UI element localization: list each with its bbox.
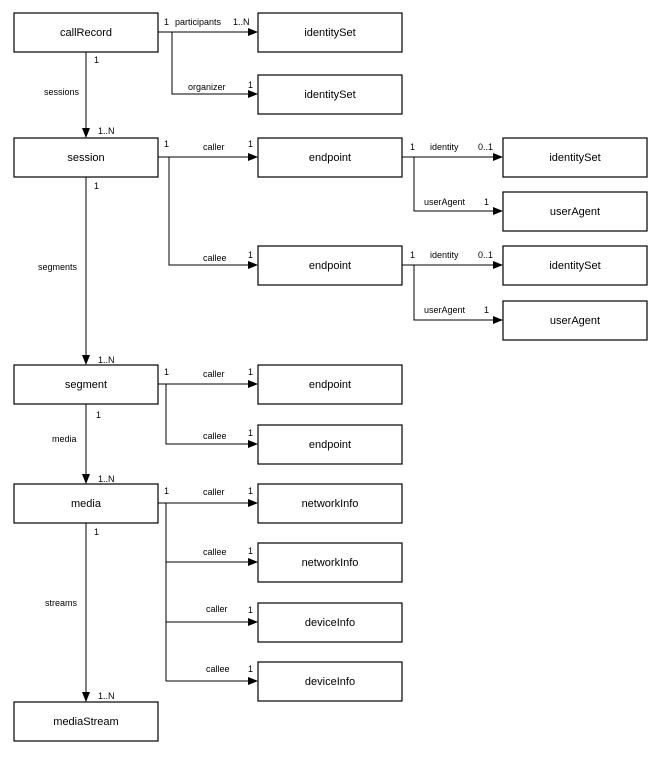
caller-useragent-connector — [413, 157, 503, 215]
mult-streams-source: 1 — [94, 527, 99, 537]
mult-caller-identity-target: 0..1 — [478, 142, 493, 152]
session-label: session — [67, 152, 104, 164]
caller-useragent-box: userAgent — [502, 191, 648, 232]
segment-caller-endpoint-box: endpoint — [257, 364, 403, 405]
mult-participants-target: 1..N — [233, 17, 250, 27]
mult-session-callee-target: 1 — [248, 250, 253, 260]
participants-label: participants — [175, 17, 222, 27]
callee-identity-label: identity — [430, 250, 459, 260]
media-relation-label: media — [52, 434, 77, 444]
callee-useragent-relation-label: userAgent — [424, 305, 466, 315]
caller-useragent-relation-label: userAgent — [424, 197, 466, 207]
mult-callee-useragent-target: 1 — [484, 305, 489, 315]
identityset-label: identitySet — [549, 260, 600, 272]
media-box: media — [13, 483, 159, 524]
segment-label: segment — [65, 379, 107, 391]
mult-segments-target: 1..N — [98, 355, 115, 365]
useragent-label: userAgent — [550, 206, 600, 218]
mult-caller-device-target: 1 — [248, 605, 253, 615]
identityset-label: identitySet — [304, 27, 355, 39]
caller-deviceinfo-box: deviceInfo — [257, 602, 403, 643]
mult-caller-useragent-target: 1 — [484, 197, 489, 207]
mult-sessions-target: 1..N — [98, 126, 115, 136]
session-caller-label: caller — [203, 142, 225, 152]
mult-segment-caller-source: 1 — [164, 367, 169, 377]
media-caller-device-label: caller — [206, 604, 228, 614]
mediastream-box: mediaStream — [13, 701, 159, 742]
sessions-label: sessions — [44, 87, 80, 97]
endpoint-label: endpoint — [309, 260, 351, 272]
callee-deviceinfo-box: deviceInfo — [257, 661, 403, 702]
session-callee-endpoint-box: endpoint — [257, 245, 403, 286]
networkinfo-label: networkInfo — [302, 557, 359, 569]
deviceinfo-label: deviceInfo — [305, 617, 355, 629]
caller-identityset-box: identitySet — [502, 137, 648, 178]
identityset-label: identitySet — [549, 152, 600, 164]
callee-identityset-box: identitySet — [502, 245, 648, 286]
mult-media-source: 1 — [96, 410, 101, 420]
networkinfo-label: networkInfo — [302, 498, 359, 510]
media-callee-device-connector — [165, 622, 258, 685]
identityset-label: identitySet — [304, 89, 355, 101]
mult-media-target: 1..N — [98, 474, 115, 484]
relation-labels: participants organizer sessions caller c… — [38, 17, 466, 674]
mult-caller-network-target: 1 — [248, 486, 253, 496]
organizer-connector — [171, 32, 258, 98]
mult-segment-callee-target: 1 — [248, 428, 253, 438]
mult-media-caller-source: 1 — [164, 486, 169, 496]
mult-segments-source: 1 — [94, 181, 99, 191]
segment-caller-label: caller — [203, 369, 225, 379]
media-caller-network-label: caller — [203, 487, 225, 497]
media-label: media — [71, 498, 102, 510]
mult-session-caller-source: 1 — [164, 139, 169, 149]
mult-sessions-source: 1 — [94, 55, 99, 65]
session-callee-connector — [168, 157, 258, 269]
mult-callee-device-target: 1 — [248, 664, 253, 674]
multiplicity-labels: 1 1..N 1 1 1..N 1 1 1 1 1..N 1 0..1 1 1 … — [94, 17, 493, 701]
callrecord-box: callRecord — [13, 12, 159, 53]
session-callee-label: callee — [203, 253, 227, 263]
segments-label: segments — [38, 262, 78, 272]
segment-callee-label: callee — [203, 431, 227, 441]
caller-networkinfo-box: networkInfo — [257, 483, 403, 524]
mult-callee-identity-target: 0..1 — [478, 250, 493, 260]
mult-organizer-target: 1 — [248, 80, 253, 90]
mult-caller-endpoint-source: 1 — [410, 142, 415, 152]
endpoint-label: endpoint — [309, 439, 351, 451]
caller-identity-label: identity — [430, 142, 459, 152]
deviceinfo-label: deviceInfo — [305, 676, 355, 688]
media-callee-device-label: callee — [206, 664, 230, 674]
participants-identityset-box: identitySet — [257, 12, 403, 53]
mult-callee-endpoint-source: 1 — [410, 250, 415, 260]
mult-callee-network-target: 1 — [248, 546, 253, 556]
callee-useragent-connector — [413, 265, 503, 324]
entity-boxes: callRecord identitySet identitySet sessi… — [13, 12, 648, 742]
useragent-label: userAgent — [550, 315, 600, 327]
endpoint-label: endpoint — [309, 152, 351, 164]
mult-segment-caller-target: 1 — [248, 367, 253, 377]
segment-callee-endpoint-box: endpoint — [257, 424, 403, 465]
session-box: session — [13, 137, 159, 178]
callee-useragent-box: userAgent — [502, 300, 648, 341]
callrecord-label: callRecord — [60, 27, 112, 39]
endpoint-label: endpoint — [309, 379, 351, 391]
media-callee-network-label: callee — [203, 547, 227, 557]
organizer-identityset-box: identitySet — [257, 74, 403, 115]
mult-streams-target: 1..N — [98, 691, 115, 701]
segment-callee-connector — [165, 384, 258, 448]
mult-session-caller-target: 1 — [248, 139, 253, 149]
connectors — [82, 28, 503, 702]
streams-label: streams — [45, 598, 78, 608]
organizer-label: organizer — [188, 82, 226, 92]
mult-participants-source: 1 — [164, 17, 169, 27]
mediastream-label: mediaStream — [53, 716, 118, 728]
callee-networkinfo-box: networkInfo — [257, 542, 403, 583]
segment-box: segment — [13, 364, 159, 405]
session-caller-endpoint-box: endpoint — [257, 137, 403, 178]
